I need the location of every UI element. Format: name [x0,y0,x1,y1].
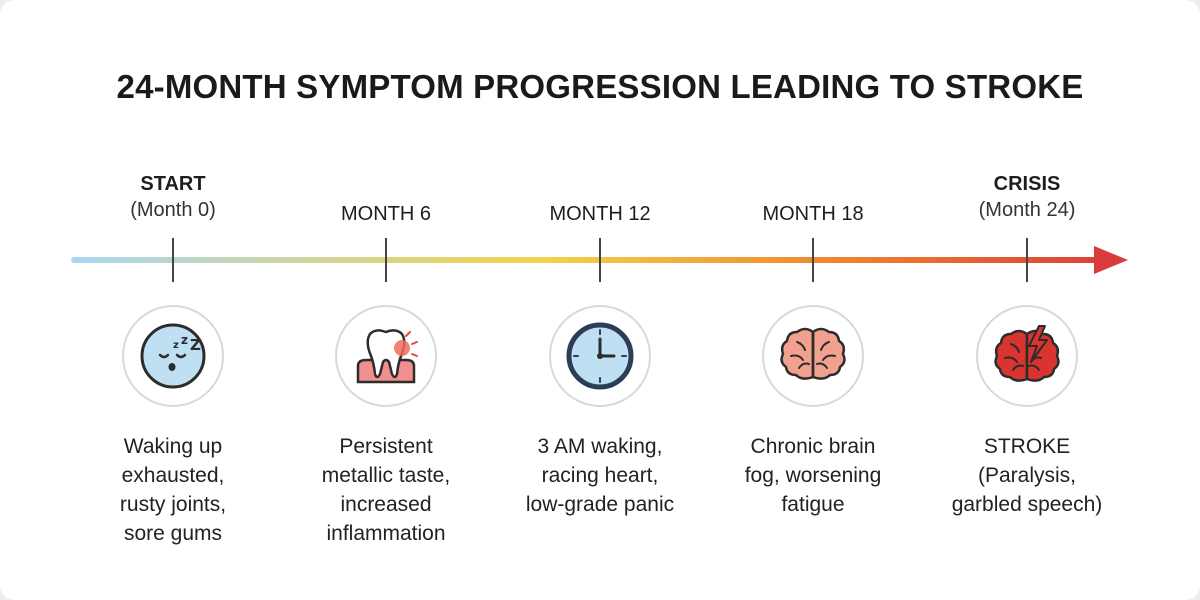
description-line: fog, worsening [744,464,882,487]
milestone-start-label: START (Month 0) [83,172,263,224]
timeline-ticks [172,238,1028,282]
description-line: 3 AM waking, [537,435,663,458]
milestone-start-description: Waking up exhausted, rusty joints, sore … [73,432,273,548]
milestone-crisis-label: CRISIS (Month 24) [937,172,1117,224]
timeline-arrowhead [1094,246,1128,274]
description-line: increased [340,493,432,516]
description-line: STROKE [983,435,1071,458]
description-line: metallic taste, [321,464,451,487]
milestone-month6-label: MONTH 6 [296,202,476,226]
description-line: inflammation [326,522,446,545]
milestone-subtitle: (Month 24) [978,199,1076,221]
description-line: exhausted, [121,464,225,487]
description-line: racing heart, [541,464,659,487]
page-title: 24-MONTH SYMPTOM PROGRESSION LEADING TO … [116,68,1084,105]
description-line: garbled speech) [951,493,1103,516]
sleepy-face-icon: z z Z [121,304,225,408]
milestone-title: MONTH 18 [762,203,864,225]
milestone-title: CRISIS [993,173,1061,195]
inflamed-tooth-icon [334,304,438,408]
description-line: sore gums [123,522,223,545]
milestone-month18-description: Chronic brain fog, worsening fatigue [713,432,913,519]
milestone-month6-description: Persistent metallic taste, increased inf… [286,432,486,548]
milestone-subtitle: (Month 0) [130,199,216,221]
milestone-title: MONTH 6 [341,203,431,225]
milestone-month12-description: 3 AM waking, racing heart, low-grade pan… [500,432,700,519]
description-line: fatigue [781,493,845,516]
brain-icon [761,304,865,408]
milestone-month18-label: MONTH 18 [723,202,903,226]
brain-lightning-icon [975,304,1079,408]
milestone-title: START [140,173,206,195]
svg-text:Z: Z [190,336,201,354]
clock-icon [548,304,652,408]
milestone-month12-label: MONTH 12 [510,202,690,226]
description-line: low-grade panic [525,493,675,516]
description-line: rusty joints, [119,493,227,516]
milestone-crisis-description: STROKE (Paralysis, garbled speech) [927,432,1127,519]
description-line: Waking up [123,435,223,458]
milestone-title: MONTH 12 [549,203,651,225]
svg-text:z: z [173,340,179,351]
description-line: (Paralysis, [977,464,1077,487]
description-line: Chronic brain [750,435,876,458]
description-line: Persistent [339,435,433,458]
svg-text:z: z [181,333,188,347]
